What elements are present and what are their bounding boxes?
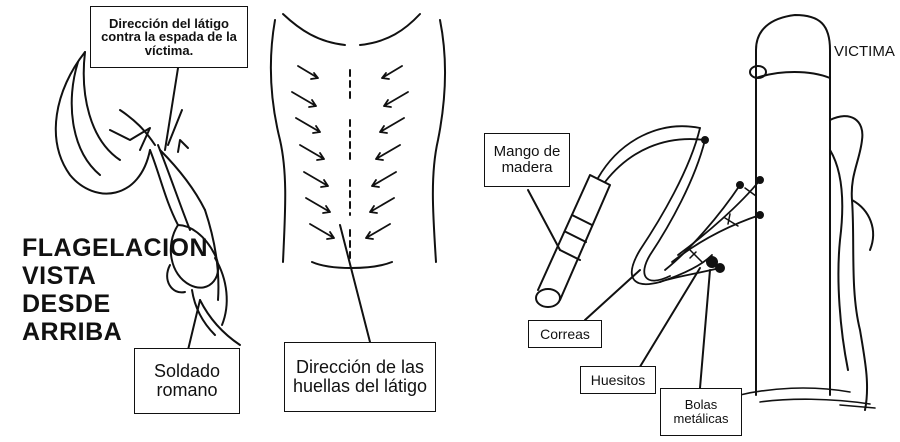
metal-balls-drawing: [702, 137, 763, 272]
callout-line-straps: [585, 270, 640, 320]
callout-line-marks: [340, 225, 370, 342]
whip-straps-drawing: [598, 126, 760, 284]
ground-drawing: [740, 388, 875, 408]
callout-whip-marks: Dirección de las huellas del látigo: [284, 342, 436, 412]
bones-label: Huesitos: [591, 373, 645, 388]
bones-drawing: [690, 188, 756, 262]
whip-marks-left: [292, 66, 334, 239]
callout-line-balls: [700, 270, 710, 388]
whip-marks-right: [366, 66, 408, 239]
victim-figure: [830, 116, 873, 410]
callout-straps: Correas: [528, 320, 602, 348]
callout-soldier: Soldado romano: [134, 348, 240, 414]
callout-bones: Huesitos: [580, 366, 656, 394]
whip-arc-drawing: [56, 52, 155, 194]
balls-label: Bolas metálicas: [661, 398, 741, 425]
callout-balls: Bolas metálicas: [660, 388, 742, 436]
callout-handle: Mango de madera: [484, 133, 570, 187]
victim-label: VICTIMA: [834, 44, 900, 60]
whip-handle-drawing: [536, 175, 610, 307]
victim-post-drawing: [750, 15, 830, 395]
whip-marks-label: Dirección de las huellas del látigo: [285, 358, 435, 396]
flagellation-title: FLAGELACION VISTA DESDE ARRIBA: [22, 234, 182, 346]
soldier-label: Soldado romano: [135, 362, 239, 400]
callout-line-soldier: [188, 300, 200, 350]
back-torso-drawing: [271, 14, 445, 268]
whip-direction-label: Dirección del látigo contra la espada de…: [91, 15, 247, 60]
callout-line-handle: [528, 190, 560, 250]
straps-label: Correas: [540, 327, 590, 342]
handle-label: Mango de madera: [485, 144, 569, 176]
callout-whip-direction: Dirección del látigo contra la espada de…: [90, 6, 248, 68]
